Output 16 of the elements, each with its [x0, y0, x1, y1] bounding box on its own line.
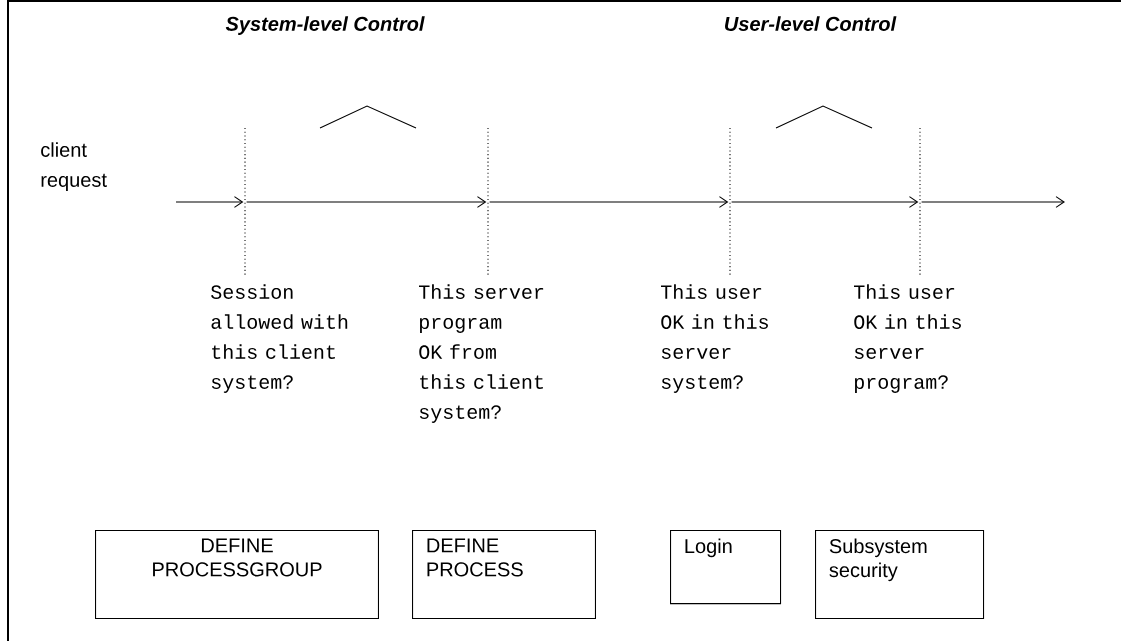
- arrow: [921, 196, 1065, 208]
- process-box: Subsystem security: [815, 530, 985, 620]
- axis-label: client request: [41, 142, 107, 191]
- process-box: DEFINE PROCESS: [412, 530, 596, 620]
- arrow: [175, 196, 244, 208]
- arrow: [489, 196, 729, 208]
- heading: User-level Control: [725, 16, 897, 31]
- dotted-line: [244, 127, 246, 277]
- dotted-line: [919, 127, 921, 277]
- process-box: DEFINE PROCESSGROUP: [95, 530, 379, 620]
- dotted-line: [729, 127, 731, 277]
- arrow: [246, 196, 487, 208]
- arrow: [731, 196, 919, 208]
- dotted-line: [487, 127, 489, 277]
- process-box: Login: [670, 530, 782, 605]
- heading: System-level Control: [225, 16, 425, 35]
